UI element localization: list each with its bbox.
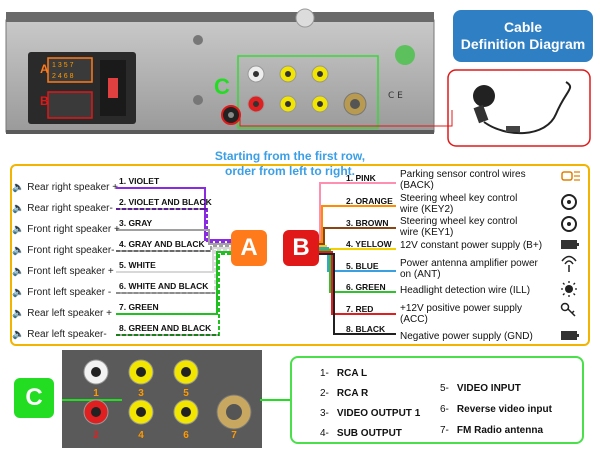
speaker-icon: 🔈 bbox=[12, 245, 28, 256]
wire-label: 5. BLUE bbox=[346, 261, 379, 271]
wire-label: 6. GREEN bbox=[346, 282, 386, 292]
speaker-icon: 🔈 bbox=[12, 203, 28, 214]
wire-label: 4. YELLOW bbox=[346, 239, 392, 249]
pin-number: 5 bbox=[63, 62, 68, 69]
title-line-2: Definition Diagram bbox=[460, 36, 586, 52]
steering-wheel-icon bbox=[561, 216, 577, 232]
instruction-line-1: Starting from the first row, bbox=[214, 149, 366, 163]
mic-connector-line bbox=[239, 110, 453, 127]
wire-description: Negative power supply (GND) bbox=[400, 331, 533, 342]
pin-number: 7 bbox=[69, 62, 74, 69]
speaker-label: 🔈 Rear left speaker + bbox=[12, 308, 112, 319]
wire-label: 2. ORANGE bbox=[346, 196, 393, 206]
legend-item: 5-VIDEO INPUT bbox=[440, 383, 521, 394]
steering-wheel-icon bbox=[561, 194, 577, 210]
rca-number: 6 bbox=[183, 430, 189, 441]
antenna-icon bbox=[561, 255, 577, 272]
wire-label: 8. BLACK bbox=[346, 324, 386, 334]
wire-description: Headlight detection wire (ILL) bbox=[400, 285, 531, 296]
speaker-label: 🔈 Rear right speaker- bbox=[12, 203, 113, 214]
pin-number: 6 bbox=[63, 73, 68, 80]
rca-number: 4 bbox=[138, 430, 144, 441]
pin-number: 4 bbox=[57, 73, 62, 80]
connector-c-label: C bbox=[214, 74, 230, 99]
wire-description: Parking sensor control wires(BACK) bbox=[400, 169, 526, 191]
wire-label: 8. GREEN AND BLACK bbox=[119, 323, 212, 333]
speaker-label: 🔈 Rear left speaker- bbox=[12, 329, 107, 340]
legend-item: 6-Reverse video input bbox=[440, 404, 552, 415]
speaker-icon: 🔈 bbox=[12, 224, 28, 235]
legend-item: 4-SUB OUTPUT bbox=[320, 428, 402, 439]
svg-text:C E: C E bbox=[388, 91, 403, 101]
rca-number: 7 bbox=[231, 430, 237, 441]
connector-a-pin-numbers: 1 3 5 7 2 4 6 8 bbox=[52, 60, 94, 82]
speaker-icon: 🔈 bbox=[12, 308, 28, 319]
connector-b-label: B bbox=[40, 94, 49, 108]
microphone-callout bbox=[447, 69, 591, 147]
pin-number: 1 bbox=[52, 62, 56, 69]
legend-connector bbox=[260, 399, 292, 401]
speaker-icon: 🔈 bbox=[12, 266, 28, 277]
wire-description: 12V constant power supply (B+) bbox=[400, 240, 543, 251]
rca-number: 1 bbox=[93, 388, 99, 399]
wire-label: 6. WHITE AND BLACK bbox=[119, 281, 209, 291]
pin-number: 8 bbox=[69, 73, 74, 80]
instruction-line-2: order from left to right. bbox=[225, 164, 355, 178]
legend-item: 1-RCA L bbox=[320, 368, 368, 379]
key-icon bbox=[560, 302, 576, 317]
speaker-label: 🔈 Front left speaker + bbox=[12, 266, 114, 277]
battery-icon bbox=[561, 240, 579, 249]
parking-sensor-icon bbox=[561, 171, 580, 181]
rca-number: 3 bbox=[138, 388, 144, 399]
connector-a-label: A bbox=[40, 62, 49, 76]
legend-item: 3-VIDEO OUTPUT 1 bbox=[320, 408, 421, 419]
wire-label: 3. GRAY bbox=[119, 218, 153, 228]
battery-icon bbox=[561, 331, 579, 340]
rca-connector-photo bbox=[62, 350, 262, 448]
wire-label: 7. GREEN bbox=[119, 302, 159, 312]
pin-number: 3 bbox=[57, 62, 62, 69]
badge-b: B bbox=[283, 230, 319, 266]
speaker-icon: 🔈 bbox=[12, 329, 28, 340]
rca-number: 2 bbox=[93, 430, 99, 441]
wire-label: 5. WHITE bbox=[119, 260, 156, 270]
badge-a: A bbox=[231, 230, 267, 266]
rca-legend: 1-RCA L 2-RCA R 3-VIDEO OUTPUT 1 4-SUB O… bbox=[290, 356, 584, 444]
pin-number: 2 bbox=[52, 73, 56, 80]
speaker-icon: 🔈 bbox=[12, 182, 28, 193]
light-icon bbox=[561, 281, 577, 297]
wire-label: 3. BROWN bbox=[346, 218, 389, 228]
title-line-1: Cable bbox=[503, 19, 543, 35]
wiring-panel bbox=[10, 164, 590, 346]
speaker-label: 🔈 Front right speaker- bbox=[12, 245, 115, 256]
diagram-title: Cable Definition Diagram bbox=[453, 10, 593, 62]
legend-item: 7-FM Radio antenna bbox=[440, 425, 544, 436]
function-icons bbox=[560, 171, 580, 340]
speaker-label: 🔈 Rear right speaker + bbox=[12, 182, 119, 193]
wire-label: 1. VIOLET bbox=[119, 176, 160, 186]
rca-number: 5 bbox=[183, 388, 189, 399]
speaker-label: 🔈 Front left speaker - bbox=[12, 287, 112, 298]
wire-label: 7. RED bbox=[346, 304, 374, 314]
rca-sockets bbox=[247, 65, 367, 116]
radio-rear-panel: C E bbox=[5, 8, 435, 134]
wire-label: 1. PINK bbox=[346, 173, 376, 183]
speaker-icon: 🔈 bbox=[12, 287, 28, 298]
wire-description: +12V positive power supply(ACC) bbox=[400, 303, 523, 325]
legend-item: 2-RCA R bbox=[320, 388, 369, 399]
instruction-text: Starting from the first row, order from … bbox=[200, 149, 380, 179]
badge-c: C bbox=[14, 378, 54, 418]
wire-label: 2. VIOLET AND BLACK bbox=[119, 197, 212, 207]
speaker-label: 🔈 Front right speaker + bbox=[12, 224, 120, 235]
wire-label: 4. GRAY AND BLACK bbox=[119, 239, 205, 249]
